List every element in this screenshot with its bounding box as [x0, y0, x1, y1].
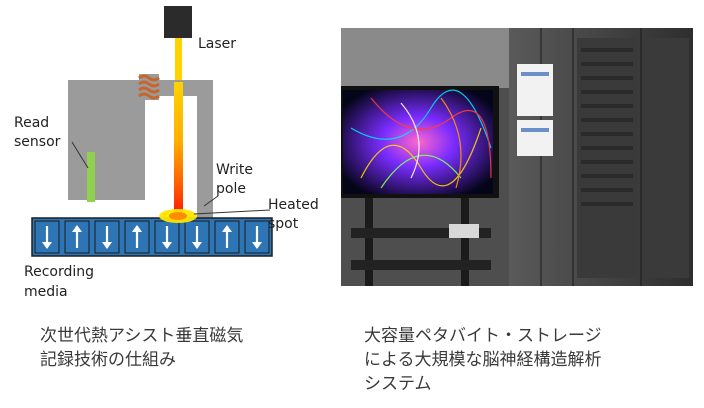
laser-beam-gradient [174, 82, 183, 212]
write-pole-label-line2: pole [216, 181, 246, 197]
heated-spot-label-line2: spot [268, 216, 299, 232]
heated-spot-label-line1: Heated [268, 197, 319, 213]
read-sensor [87, 152, 95, 202]
read-sensor-leader [71, 141, 89, 169]
arrow-down-head-icon [42, 242, 52, 249]
laser-beam [175, 38, 182, 82]
arrow-up-head-icon [222, 225, 232, 232]
hamr-diagram: Laser Read sensor Write pole Heated spot… [14, 6, 319, 300]
read-sensor-label-line1: Read [14, 115, 49, 131]
laser-diode [164, 6, 192, 38]
read-sensor-label-line2: sensor [14, 134, 61, 150]
left-caption: 次世代熱アシスト垂直磁気 記録技術の仕組み [40, 326, 244, 370]
right-caption: 大容量ペタバイト・ストレージ による大規模な脳神経構造解析 システム [364, 326, 602, 394]
heated-spot-core [169, 212, 187, 220]
arrow-down-head-icon [252, 242, 262, 249]
write-pole-label-line1: Write [216, 162, 253, 178]
coil-icon [138, 74, 160, 100]
arrow-up-head-icon [132, 225, 142, 232]
arrow-up-head-icon [72, 225, 82, 232]
write-pole-leader [203, 195, 219, 207]
heated-spot-leader [193, 209, 271, 215]
arrow-down-head-icon [192, 242, 202, 249]
recording-media [31, 217, 273, 257]
arrow-down-head-icon [162, 242, 172, 249]
arrow-down-head-icon [102, 242, 112, 249]
recording-media-label-line1: Recording [24, 264, 94, 280]
lab-photo-drawing [341, 28, 693, 286]
recording-media-label-line2: media [24, 284, 68, 300]
laser-label: Laser [198, 36, 236, 52]
magnetic-head [68, 80, 213, 218]
lab-photo [341, 28, 693, 286]
